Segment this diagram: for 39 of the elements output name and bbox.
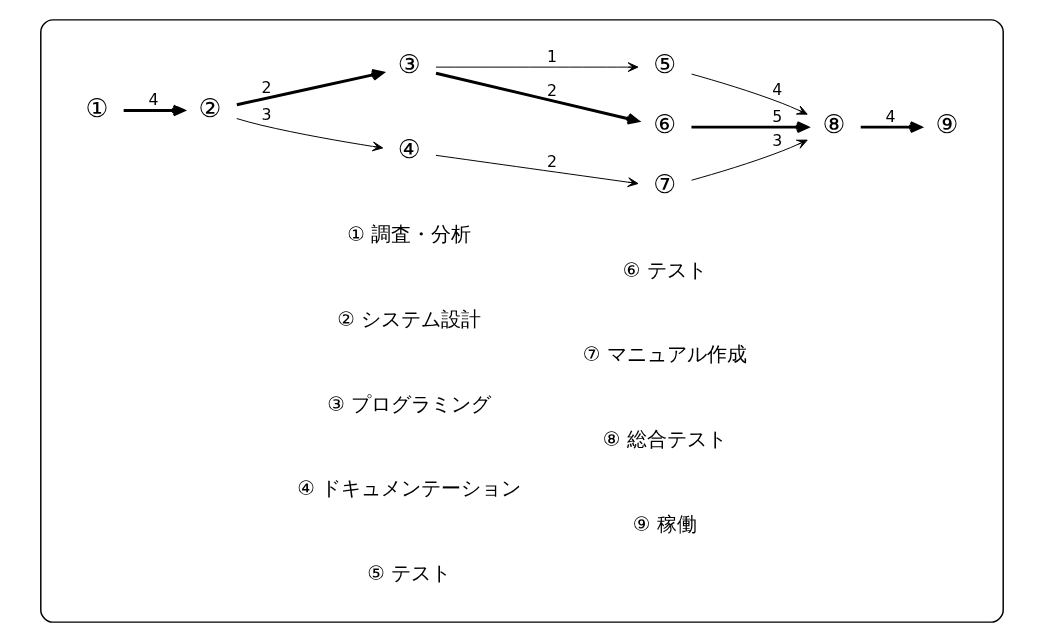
cluster xyxy=(40,19,1004,623)
edge-label: 2 xyxy=(547,152,558,172)
edge-label: 3 xyxy=(261,105,272,125)
label: ⑦ マニュアル作成 xyxy=(582,343,747,367)
label: ③ プログラミング xyxy=(327,392,492,416)
edge-label: 5 xyxy=(772,107,783,127)
edge-label: 4 xyxy=(885,107,896,127)
label: ⑥ テスト xyxy=(622,258,707,282)
arrow xyxy=(860,121,922,134)
edge-label: 4 xyxy=(772,80,783,100)
node-text: ② xyxy=(198,92,222,123)
node-text: ⑥ xyxy=(653,109,677,140)
label: ② システム設計 xyxy=(337,307,482,331)
label: ⑤ テスト xyxy=(367,561,452,585)
arrow xyxy=(236,69,384,107)
node-text: ⑧ xyxy=(822,109,846,140)
arrow xyxy=(691,139,808,181)
label: ⑧ 総合テスト xyxy=(602,427,727,451)
arrow xyxy=(236,118,384,152)
edge-label: 1 xyxy=(547,47,558,66)
node-text: ⑨ xyxy=(935,109,959,140)
arrow xyxy=(123,104,185,117)
arrow xyxy=(435,154,639,188)
label: ⑨ 稼働 xyxy=(632,512,697,536)
node-text: ④ xyxy=(397,133,421,164)
edge-label: 2 xyxy=(261,77,272,97)
edge-label: 3 xyxy=(772,130,783,150)
edge-label: 4 xyxy=(148,90,159,110)
arrow xyxy=(691,121,809,134)
label: ④ ドキュメンテーション xyxy=(297,477,522,501)
arrow xyxy=(691,73,808,115)
edge-label: 2 xyxy=(547,81,558,101)
node-text: ③ xyxy=(397,49,421,80)
node-text: ① xyxy=(85,92,109,123)
node-text: ⑤ xyxy=(653,49,677,80)
arrow xyxy=(435,71,640,125)
arrow xyxy=(435,62,639,73)
label: ① 調査・分析 xyxy=(347,223,472,247)
node-text: ⑦ xyxy=(653,169,677,200)
